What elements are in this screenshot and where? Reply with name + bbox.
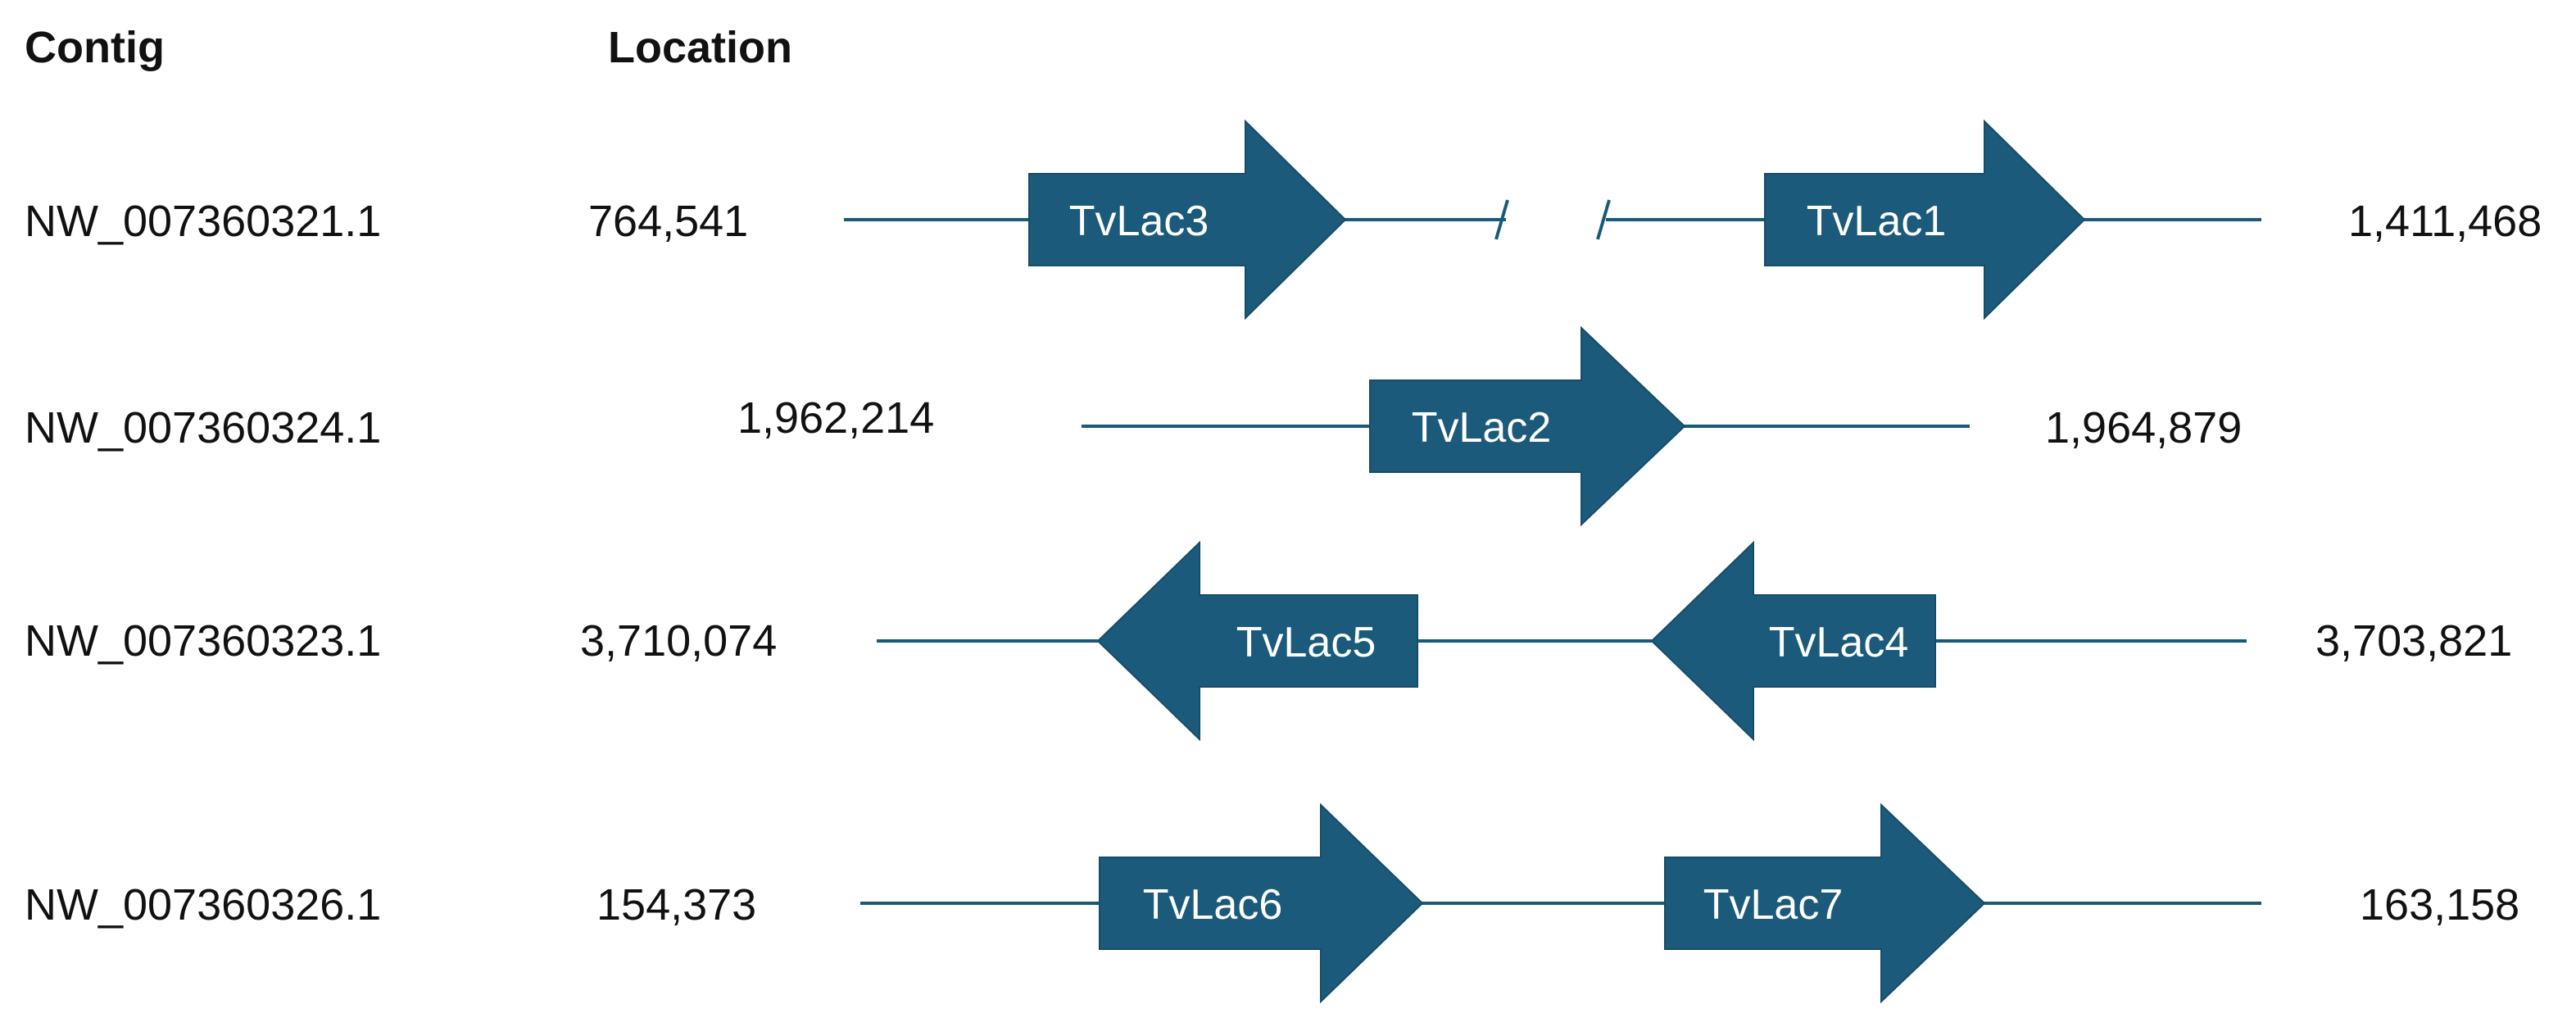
scale-break-mark xyxy=(1494,199,1509,240)
start-coordinate: 1,962,214 xyxy=(737,393,934,443)
contig-row: NW_007360324.1 1,962,214 TvLac2 1,964,87… xyxy=(25,325,2242,527)
gene-arrow-tvlac7: TvLac7 xyxy=(1664,802,1986,1004)
gene-arrow-tvlac1: TvLac1 xyxy=(1764,119,2086,320)
gene-label: TvLac5 xyxy=(1236,619,1376,666)
gene-label: TvLac2 xyxy=(1412,404,1552,452)
end-coordinate: 1,411,468 xyxy=(2348,197,2542,246)
gene-arrow-tvlac3: TvLac3 xyxy=(1028,119,1347,320)
gene-arrow-tvlac4: TvLac4 xyxy=(1650,540,1936,742)
contig-column-header: Contig xyxy=(25,23,165,72)
gene-label: TvLac4 xyxy=(1769,619,1909,666)
gene-arrow-tvlac5: TvLac5 xyxy=(1096,540,1418,742)
end-coordinate: 1,964,879 xyxy=(2045,403,2242,452)
contig-id: NW_007360324.1 xyxy=(25,403,381,452)
start-coordinate: 154,373 xyxy=(596,880,756,929)
scale-break-mark xyxy=(1596,199,1611,240)
end-coordinate: 163,158 xyxy=(2360,880,2519,929)
end-coordinate: 3,703,821 xyxy=(2315,616,2512,666)
gene-label: TvLac7 xyxy=(1703,881,1844,929)
gene-arrow-tvlac2: TvLac2 xyxy=(1369,325,1686,527)
start-coordinate: 3,710,074 xyxy=(580,616,777,666)
contig-id: NW_007360323.1 xyxy=(25,616,381,666)
gene-arrow-tvlac6: TvLac6 xyxy=(1099,802,1424,1004)
contig-row: NW_007360323.1 3,710,074 TvLac5 TvLac4 3… xyxy=(25,540,2512,742)
location-column-header: Location xyxy=(608,23,792,72)
gene-label: TvLac3 xyxy=(1069,198,1209,245)
contig-id: NW_007360326.1 xyxy=(25,880,381,929)
start-coordinate: 764,541 xyxy=(588,197,748,246)
contig-row: NW_007360326.1 154,373 TvLac6 TvLac7 163… xyxy=(25,802,2519,1004)
gene-label: TvLac6 xyxy=(1143,881,1283,929)
contig-id: NW_007360321.1 xyxy=(25,197,381,246)
gene-label: TvLac1 xyxy=(1807,198,1947,245)
contig-row: NW_007360321.1 764,541 TvLac3 TvLac1 1,4… xyxy=(25,119,2542,320)
